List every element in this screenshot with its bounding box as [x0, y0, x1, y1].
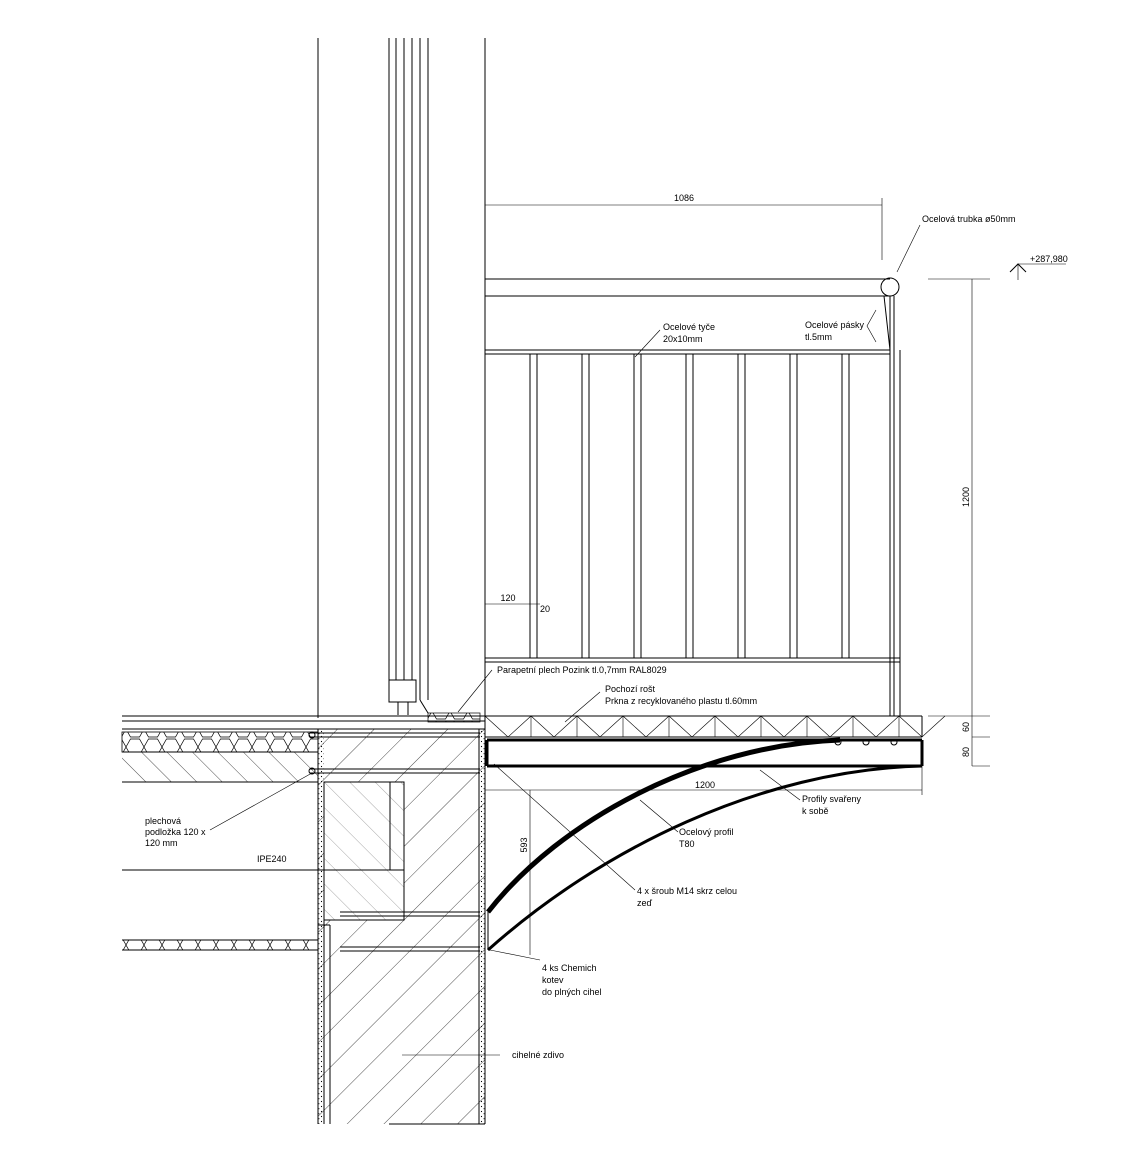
- label-beam: IPE240: [257, 854, 287, 864]
- grate-segment: [714, 715, 762, 738]
- label-washer-3: 120 mm: [145, 838, 178, 848]
- dimension-width-top: 1086: [484, 193, 883, 279]
- dim-80: 80: [961, 747, 971, 757]
- elevation-mark: +287,980: [1009, 254, 1068, 280]
- railing: [485, 277, 901, 716]
- dim-1200-vertical: 1200: [961, 487, 971, 507]
- label-masonry: cihelné zdivo: [512, 1050, 564, 1060]
- label-bars-2: 20x10mm: [663, 334, 703, 344]
- dim-593: 593: [519, 837, 529, 852]
- dim-1086: 1086: [674, 193, 694, 203]
- dimension-height-rail: 1200 60 80: [928, 278, 990, 767]
- through-bolts: [308, 731, 480, 952]
- dim-120: 120: [500, 593, 515, 603]
- label-anchors-3: do plných cihel: [542, 987, 602, 997]
- walking-grate: [485, 715, 923, 738]
- leader-lines: [209, 224, 921, 1056]
- dim-60: 60: [961, 722, 971, 732]
- dim-1200-horizontal: 1200: [695, 780, 715, 790]
- grate-truss: [484, 715, 946, 738]
- label-tube: Ocelová trubka ø50mm: [922, 214, 1016, 224]
- label-tprofile-2: T80: [679, 839, 695, 849]
- grate-segment: [806, 715, 854, 738]
- elevation-value: +287,980: [1030, 254, 1068, 264]
- label-grate-1: Pochozí rošt: [605, 684, 656, 694]
- grate-segment: [668, 715, 716, 738]
- label-bolts-1: 4 x šroub M14 skrz celou: [637, 886, 737, 896]
- label-welded-2: k sobě: [802, 806, 829, 816]
- console-frame: [485, 737, 924, 952]
- grate-segment: [576, 715, 624, 738]
- grate-segment: [852, 715, 900, 738]
- label-anchors-1: 4 ks Chemich: [542, 963, 597, 973]
- grate-segment: [530, 715, 578, 738]
- grate-segment: [760, 715, 808, 738]
- grate-segment: [622, 715, 670, 738]
- dimension-bar-spacing: 120 20: [485, 593, 550, 614]
- label-welded-1: Profily svařeny: [802, 794, 862, 804]
- label-strips-1: Ocelové pásky: [805, 320, 865, 330]
- label-bars-1: Ocelové tyče: [663, 322, 715, 332]
- grate-segment: [898, 715, 946, 738]
- label-washer-1: plechová: [145, 816, 181, 826]
- dimension-console: 1200 593: [485, 766, 923, 955]
- label-washer-2: podložka 120 x: [145, 827, 206, 837]
- label-parapet: Parapetní plech Pozink tl.0,7mm RAL8029: [497, 665, 667, 675]
- masonry-wall: [122, 718, 486, 1125]
- label-grate-2: Prkna z recyklovaného plastu tl.60mm: [605, 696, 757, 706]
- sill-plate: [419, 699, 481, 723]
- label-anchors-2: kotev: [542, 975, 564, 985]
- floor-slab: [121, 715, 485, 783]
- upper-wall: [317, 38, 486, 718]
- label-tprofile-1: Ocelový profil: [679, 827, 734, 837]
- annotations: Ocelová trubka ø50mm Ocelové tyče 20x10m…: [145, 214, 1016, 1060]
- label-bolts-2: zeď: [637, 898, 653, 908]
- label-strips-2: tl.5mm: [805, 332, 832, 342]
- railing-bars: [529, 354, 850, 658]
- dim-20: 20: [540, 604, 550, 614]
- grate-segment: [484, 715, 532, 738]
